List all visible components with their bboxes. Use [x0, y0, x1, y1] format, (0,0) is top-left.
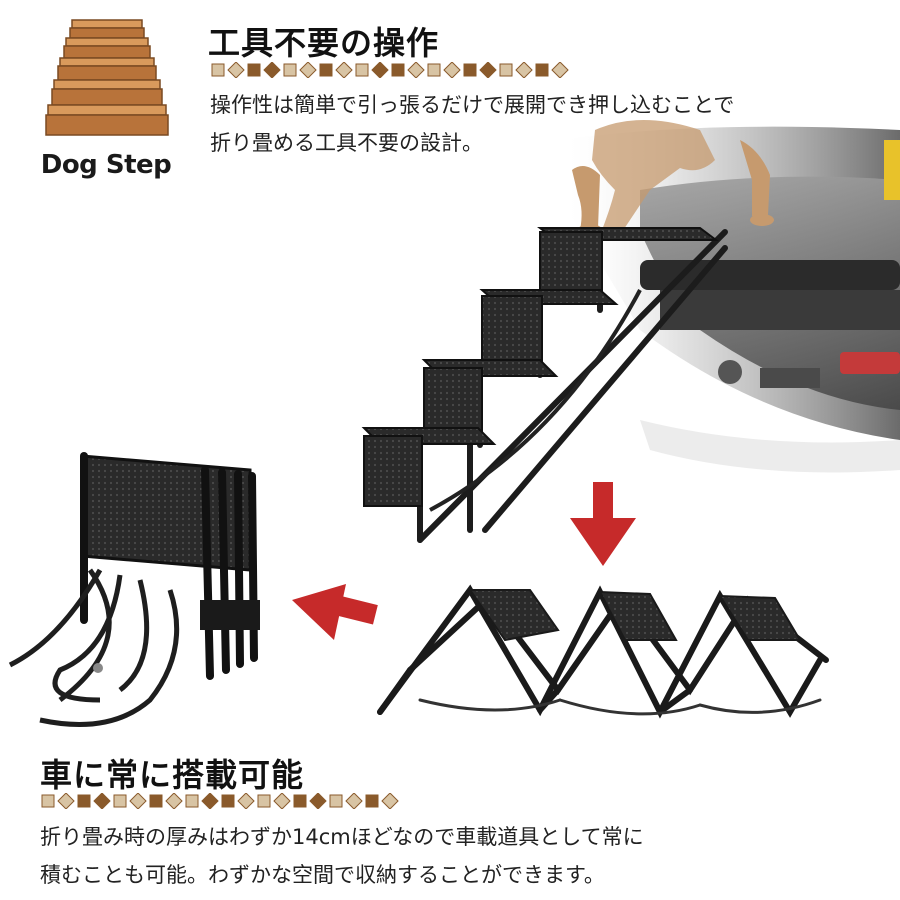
car-rear-image: [560, 126, 900, 473]
divider-mark: [345, 793, 363, 809]
half-folded-dog-step: [377, 584, 829, 719]
divider-mark: [263, 62, 281, 78]
divider-mark: [227, 62, 245, 78]
diamond-divider-icon: [211, 62, 569, 78]
divider-mark: [201, 793, 219, 809]
diamond-divider-icon: [41, 793, 399, 809]
section-2-description: 折り畳み時の厚みはわずか14cmほどなので車載道具として常に 積むことも可能。わ…: [40, 818, 644, 894]
section-1-line-2: 折り畳める工具不要の設計。: [210, 131, 483, 155]
divider-mark: [355, 63, 369, 77]
unfolded-dog-step: [361, 227, 728, 543]
logo-text: Dog Step: [40, 150, 172, 180]
divider-mark: [427, 63, 441, 77]
divider-mark: [293, 794, 307, 808]
folded-dog-step: [8, 452, 260, 727]
section-1-line-1: 操作性は簡単で引っ張るだけで展開でき押し込むことで: [210, 93, 735, 117]
divider-mark: [381, 793, 399, 809]
divider-mark: [185, 794, 199, 808]
dog-legs-image: [572, 120, 774, 236]
divider-mark: [443, 62, 461, 78]
divider-mark: [535, 63, 549, 77]
section-1-description: 操作性は簡単で引っ張るだけで展開でき押し込むことで 折り畳める工具不要の設計。: [210, 86, 734, 162]
divider-mark: [113, 794, 127, 808]
divider-mark: [309, 793, 327, 809]
divider-mark: [211, 63, 225, 77]
divider-mark: [319, 63, 333, 77]
divider-mark: [41, 794, 55, 808]
divider-mark: [77, 794, 91, 808]
divider-mark: [221, 794, 235, 808]
down-arrow-icon: [570, 482, 636, 566]
section-1-title: 工具不要の操作: [208, 24, 440, 62]
divider-mark: [299, 62, 317, 78]
divider-mark: [371, 62, 389, 78]
divider-mark: [335, 62, 353, 78]
divider-mark: [479, 62, 497, 78]
left-arrow-icon: [292, 584, 378, 640]
divider-mark: [515, 62, 533, 78]
divider-mark: [283, 63, 297, 77]
divider-mark: [463, 63, 477, 77]
divider-mark: [273, 793, 291, 809]
section-2-title: 車に常に搭載可能: [40, 756, 305, 794]
divider-mark: [247, 63, 261, 77]
divider-mark: [149, 794, 163, 808]
divider-mark: [57, 793, 75, 809]
divider-mark: [499, 63, 513, 77]
divider-mark: [407, 62, 425, 78]
divider-mark: [237, 793, 255, 809]
divider-mark: [257, 794, 271, 808]
divider-mark: [329, 794, 343, 808]
divider-mark: [93, 793, 111, 809]
divider-mark: [365, 794, 379, 808]
section-2-line-1: 折り畳み時の厚みはわずか14cmほどなので車載道具として常に: [40, 825, 644, 849]
divider-mark: [551, 62, 569, 78]
divider-mark: [129, 793, 147, 809]
stairs-icon: [45, 19, 169, 136]
divider-mark: [391, 63, 405, 77]
section-2-line-2: 積むことも可能。わずかな空間で収納することができます。: [40, 863, 605, 887]
divider-mark: [165, 793, 183, 809]
